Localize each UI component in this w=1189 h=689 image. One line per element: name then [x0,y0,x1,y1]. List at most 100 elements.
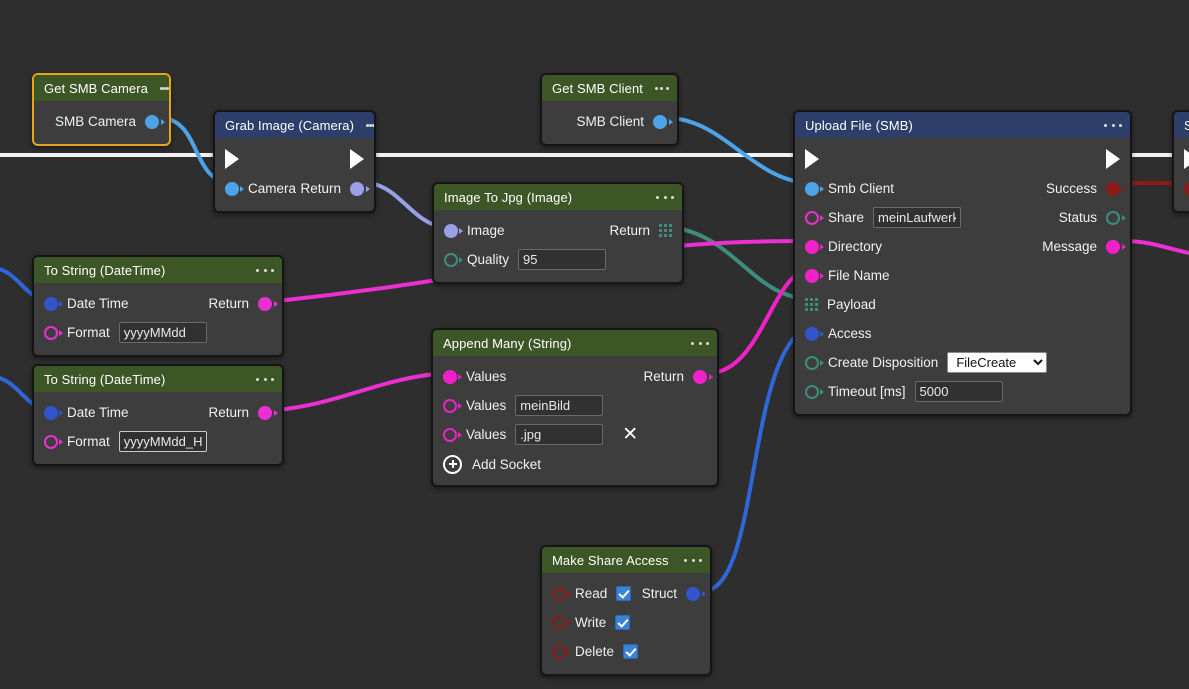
input-socket-hollow-icon[interactable] [44,434,63,449]
row-input-group: Payload [805,297,876,312]
node-offscreen-node-right[interactable]: S [1172,110,1189,213]
exec-out-triangle-icon[interactable] [350,149,364,169]
input-label-directory: Directory [828,239,883,254]
checkbox-read[interactable] [616,586,632,601]
node-header[interactable]: Get SMB Client [542,75,677,101]
output-label-smb-client: SMB Client [576,114,644,129]
input-socket-filled-icon[interactable] [443,369,462,384]
output-socket-filled-icon[interactable] [258,296,278,311]
input-socket-hollow-icon[interactable] [805,210,824,225]
input-socket-hollow-icon[interactable] [805,355,824,370]
node-row: Payload [795,290,1130,319]
output-socket-filled-icon[interactable] [686,586,706,601]
input-socket-hollow-icon[interactable] [443,398,462,413]
output-label-status: Status [1058,210,1097,225]
text-input-timeout-ms-[interactable] [914,381,1003,402]
checkbox-delete[interactable] [623,644,639,659]
output-socket-hollow-icon[interactable] [1106,210,1126,225]
output-label-success: Success [1045,181,1097,196]
text-input-quality[interactable] [518,249,607,270]
node-menu-icon[interactable] [684,553,702,567]
output-socket-filled-icon[interactable] [693,369,713,384]
exec-in-triangle-icon[interactable] [805,149,819,169]
input-label-date-time: Date Time [67,405,129,420]
node-header[interactable]: Get SMB Camera [34,75,169,101]
output-label-return: Return [643,369,684,384]
input-socket-hollow-icon[interactable] [44,325,63,340]
input-socket-hollow-icon[interactable] [552,586,571,601]
text-input-format[interactable] [118,431,207,452]
node-title: Upload File (SMB) [805,117,913,133]
exec-in-triangle-icon[interactable] [1184,149,1189,169]
output-socket-filled-icon[interactable] [1106,239,1126,254]
node-header[interactable]: Upload File (SMB) [795,112,1130,138]
output-socket-filled-icon[interactable] [350,181,370,196]
input-socket-hollow-icon[interactable] [444,252,463,267]
remove-socket-button[interactable]: ✕ [622,424,639,445]
row-input-group: File Name [805,268,890,283]
row-input-group [1184,181,1189,196]
output-socket-array-icon[interactable] [659,224,672,237]
node-title: Get SMB Camera [44,80,148,96]
input-socket-array-icon[interactable] [805,298,818,311]
node-body: Smb ClientSuccessShareStatusDirectoryMes… [795,138,1130,414]
row-input-group: Format [44,431,207,452]
checkbox-write[interactable] [615,615,631,630]
row-output-group: Return [643,369,713,384]
node-header[interactable]: Image To Jpg (Image) [434,184,682,210]
input-socket-filled-icon[interactable] [1184,181,1189,196]
input-socket-filled-icon[interactable] [805,239,824,254]
input-socket-filled-icon[interactable] [805,326,824,341]
input-label-timeout-ms-: Timeout [ms] [828,384,906,399]
text-input-values[interactable] [515,395,604,416]
node-menu-icon[interactable] [366,118,374,132]
node-upload-file-smb[interactable]: Upload File (SMB)Smb ClientSuccessShareS… [793,110,1132,416]
output-socket-filled-icon[interactable] [145,114,165,129]
input-socket-filled-icon[interactable] [805,181,824,196]
output-socket-filled-icon[interactable] [653,114,673,129]
node-menu-icon[interactable] [656,190,674,204]
node-title: S [1184,118,1189,133]
node-header[interactable]: Grab Image (Camera) [215,112,374,138]
exec-out-triangle-icon[interactable] [1106,149,1120,169]
node-menu-icon[interactable] [159,81,169,95]
select-create-disposition[interactable]: FileCreate [947,352,1048,373]
input-socket-hollow-icon[interactable] [443,427,462,442]
node-header[interactable]: Append Many (String) [433,330,717,356]
node-header[interactable]: Make Share Access [542,547,710,573]
input-socket-filled-icon[interactable] [44,405,63,420]
input-socket-filled-icon[interactable] [444,223,463,238]
input-socket-hollow-icon[interactable] [552,644,571,659]
input-socket-filled-icon[interactable] [44,296,63,311]
node-header[interactable]: To String (DateTime) [34,366,282,392]
node-menu-icon[interactable] [256,372,274,386]
input-socket-hollow-icon[interactable] [552,615,571,630]
node-menu-icon[interactable] [691,336,709,350]
add-socket-button[interactable]: Add Socket [433,449,717,477]
input-socket-hollow-icon[interactable] [805,384,824,399]
text-input-format[interactable] [118,322,207,343]
node-menu-icon[interactable] [256,263,274,277]
input-socket-filled-icon[interactable] [225,181,244,196]
node-header[interactable]: S [1174,112,1189,138]
output-socket-filled-icon[interactable] [258,405,278,420]
text-input-values[interactable] [515,424,604,445]
text-input-share[interactable] [873,207,962,228]
node-header[interactable]: To String (DateTime) [34,257,282,283]
exec-in-triangle-icon[interactable] [225,149,239,169]
output-socket-filled-icon[interactable] [1106,181,1126,196]
input-label-read: Read [575,586,608,601]
node-menu-icon[interactable] [654,81,669,95]
node-menu-icon[interactable] [1104,118,1122,132]
input-label-smb-client: Smb Client [828,181,895,196]
node-append-many-string[interactable]: Append Many (String)ValuesReturnValuesVa… [431,328,719,487]
input-socket-filled-icon[interactable] [805,268,824,283]
